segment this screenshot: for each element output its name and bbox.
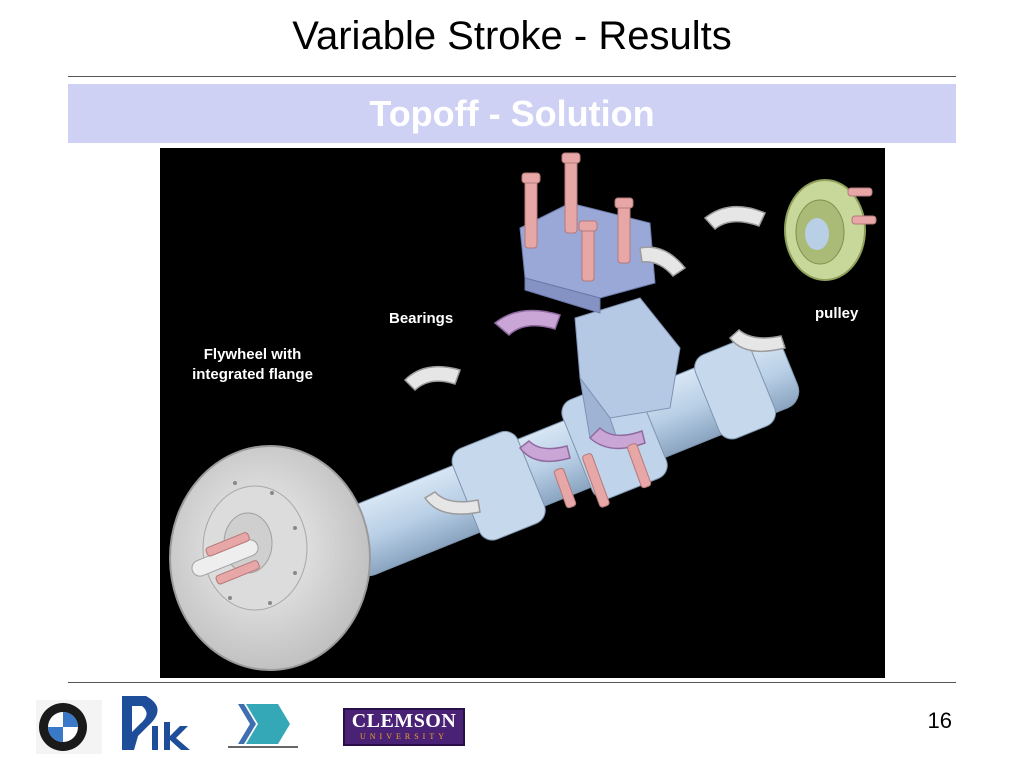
bottom-divider — [68, 682, 956, 683]
lower-bolts — [553, 443, 652, 509]
institute-logo — [228, 704, 298, 748]
clemson-sub: UNIVERSITY — [360, 732, 448, 741]
label-flywheel: Flywheel with integrated flange — [180, 345, 325, 385]
label-pulley: pulley — [815, 305, 859, 322]
subtitle-band: Topoff - Solution — [68, 84, 956, 143]
crank-web — [574, 297, 681, 449]
pulley — [784, 179, 877, 281]
bearing-shells-lower — [493, 309, 646, 463]
dik-logo — [122, 696, 190, 750]
crankshaft-illustration — [169, 152, 877, 671]
clemson-logo: CLEMSON UNIVERSITY — [343, 708, 465, 746]
flywheel — [169, 445, 371, 671]
slide-title: Variable Stroke - Results — [292, 14, 732, 58]
crankshaft-figure: Bearings pulley Flywheel with integrated… — [160, 148, 885, 678]
page-number: 16 — [927, 708, 952, 733]
subtitle-text: Topoff - Solution — [369, 93, 655, 134]
clemson-word: CLEMSON — [351, 710, 457, 732]
label-flywheel-line2: integrated flange — [192, 366, 313, 383]
bmw-logo — [36, 700, 102, 754]
bearing-shells — [403, 205, 786, 515]
label-flywheel-line1: Flywheel with — [203, 346, 302, 363]
label-bearings: Bearings — [389, 310, 454, 327]
top-divider — [68, 76, 956, 77]
top-bolts — [521, 152, 634, 282]
